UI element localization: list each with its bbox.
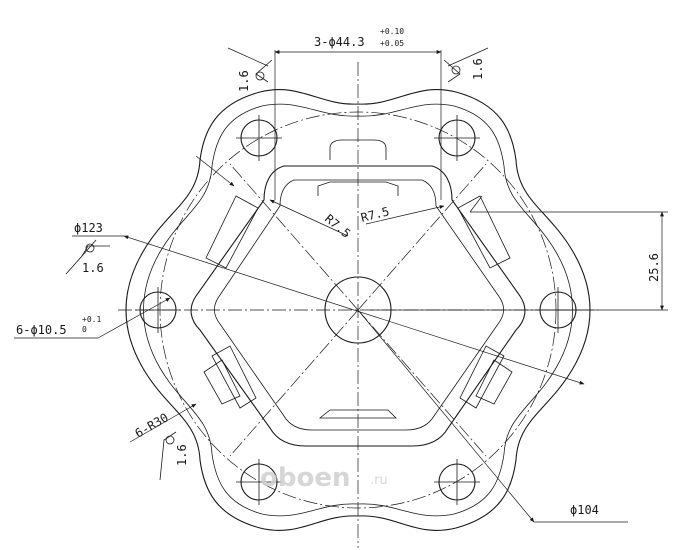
radius-right-label: R7.5 — [359, 204, 390, 225]
top-hole-dimension: 3-ϕ44.3 +0.10 +0.05 — [274, 27, 442, 200]
radius-left-dimension: R7.5 — [269, 199, 353, 241]
roughness-top-left: 1.6 — [227, 47, 273, 92]
roughness-top-right: 1.6 — [443, 47, 489, 83]
offset-label: 25.6 — [647, 253, 661, 282]
top-hole-tol-lower: +0.05 — [380, 39, 404, 48]
roughness-bottom-left: 1.6 — [159, 431, 189, 481]
brand-watermark-suffix: .ru — [370, 473, 388, 488]
side-hole-label: 6-ϕ10.5 — [16, 323, 67, 337]
corner-radius-label: 6-R30 — [133, 410, 171, 440]
roughness-left-value: 1.6 — [82, 261, 104, 275]
brand-watermark-text: oboen — [260, 463, 350, 493]
center-lines — [118, 62, 598, 548]
brand-watermark: oboen .ru — [260, 463, 388, 493]
inner-diameter-label: ϕ104 — [570, 503, 599, 517]
roughness-left: 1.6 — [65, 239, 110, 275]
bottom-channel — [318, 409, 397, 419]
inner-diameter-dimension: ϕ104 — [195, 155, 628, 523]
top-channel — [329, 139, 387, 160]
roughness-top-left-value: 1.6 — [237, 70, 251, 92]
roughness-top-right-value: 1.6 — [471, 58, 485, 80]
outer-diameter-dimension: ϕ123 — [72, 221, 585, 385]
top-hole-label: 3-ϕ44.3 — [314, 35, 365, 49]
outer-diameter-label: ϕ123 — [74, 221, 103, 235]
roughness-bottom-left-value: 1.6 — [175, 444, 189, 466]
radius-right-dimension: R7.5 — [359, 204, 445, 225]
side-hole-dimension: 6-ϕ10.5 +0.1 0 — [14, 297, 171, 339]
top-notch — [317, 181, 399, 196]
tripod-profile-inner — [214, 179, 504, 431]
top-hole-tol-upper: +0.10 — [380, 27, 404, 36]
side-hole-tol-upper: +0.1 — [82, 315, 101, 324]
side-hole-tol-lower: 0 — [82, 325, 87, 334]
